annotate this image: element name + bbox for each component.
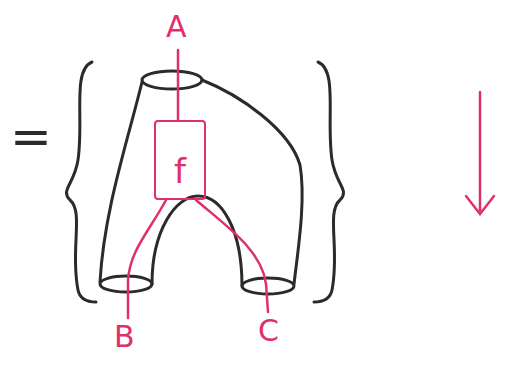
equals-sign: = <box>10 112 52 162</box>
morphism-box: f <box>154 120 206 200</box>
strand-a <box>177 50 180 120</box>
strand-c <box>196 200 268 312</box>
left-circle <box>100 276 152 292</box>
arrow-head <box>466 196 494 214</box>
boundary-label: B <box>114 322 135 352</box>
strand-b <box>128 200 166 318</box>
left-brace <box>66 62 96 302</box>
boundary-label: C <box>258 316 279 346</box>
arrow-shaft <box>479 92 482 212</box>
top-circle <box>142 71 202 89</box>
boundary-label: A <box>166 12 187 42</box>
right-circle <box>242 278 294 294</box>
right-brace <box>314 62 344 302</box>
morphism-label: f <box>174 154 186 198</box>
crotch-arch <box>152 196 242 286</box>
